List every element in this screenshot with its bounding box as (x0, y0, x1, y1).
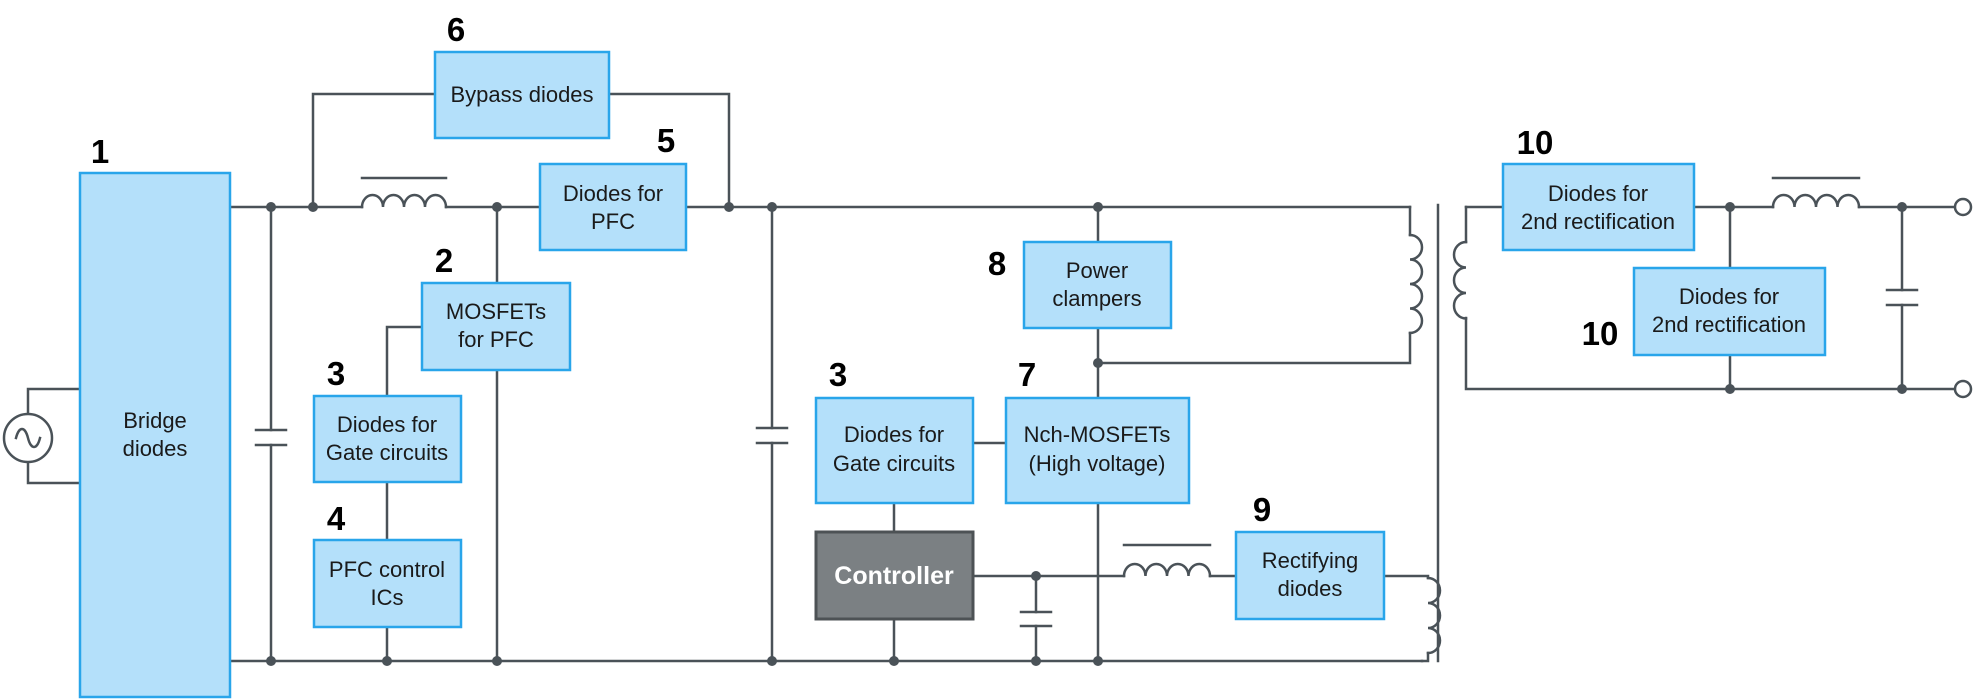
controller-label: Controller (834, 562, 954, 590)
block-label-line: for PFC (458, 327, 534, 352)
block-label-line: Bridge (123, 408, 187, 433)
block-label-line: Diodes for (563, 181, 663, 206)
ac-source-wire (26, 387, 82, 485)
block-label-line: ICs (371, 585, 404, 610)
block-number: 8 (988, 245, 1006, 282)
pfc-gate-wire (385, 325, 424, 398)
nch-mosfets-block: Nch-MOSFETs (High voltage) (1004, 396, 1191, 505)
pfc-diodes-block: Diodes for PFC (538, 162, 688, 252)
capacitor-icon (1885, 288, 1919, 307)
output-terminal-icon (1953, 197, 1973, 217)
inductor-icon (1122, 543, 1212, 578)
block-number: 2 (435, 242, 453, 279)
block-label-line: 2nd rectification (1652, 312, 1806, 337)
block-label-line: Nch-MOSFETs (1024, 422, 1171, 447)
block-label-line: Bypass diodes (450, 82, 593, 107)
block-label-line: diodes (1278, 576, 1343, 601)
block-number: 3 (327, 355, 345, 392)
block-label-line: Diodes for (1548, 181, 1648, 206)
ac-source-icon (2, 412, 54, 464)
block-number: 10 (1517, 124, 1554, 161)
block-number: 5 (657, 122, 675, 159)
block-label-line: Rectifying (1262, 548, 1359, 573)
mosfets-pfc-block: MOSFETs for PFC (420, 281, 572, 372)
block-number: 1 (91, 133, 109, 170)
gate-diodes-mid-block: Diodes for Gate circuits (814, 396, 975, 505)
transformer-icon (1408, 203, 1468, 663)
aux-winding-wire (1382, 574, 1430, 663)
block-label-line: PFC (591, 209, 635, 234)
inductor-icon (1771, 176, 1861, 209)
rectifying-diodes-block: Rectifying diodes (1234, 530, 1386, 621)
block-label-line: 2nd rectification (1521, 209, 1675, 234)
capacitor-icon (254, 428, 288, 447)
controller-block: Controller (814, 530, 975, 621)
block-label-line: diodes (123, 436, 188, 461)
second-rectification-diodes-block-2: Diodes for 2nd rectification (1632, 266, 1827, 357)
block-label-line: (High voltage) (1029, 451, 1166, 476)
block-label-line: Diodes for (1679, 284, 1779, 309)
primary-lower-wire (1096, 331, 1412, 365)
gate-diodes-left-block: Diodes for Gate circuits (312, 394, 463, 484)
junction-dots (266, 202, 1907, 666)
secondary-bottom-rail (1464, 205, 1958, 391)
block-number: 3 (829, 356, 847, 393)
bypass-branch (311, 92, 731, 209)
wires (26, 92, 1965, 663)
bridge-diodes-block: Bridge diodes (78, 171, 232, 699)
block-number: 6 (447, 11, 465, 48)
block-number: 10 (1582, 315, 1619, 352)
block-label-line: MOSFETs (446, 299, 546, 324)
block-label-line: clampers (1052, 286, 1141, 311)
power-clampers-block: Power clampers (1022, 240, 1173, 330)
block-label-line: Power (1066, 258, 1128, 283)
block-label-line: Diodes for (337, 412, 437, 437)
capacitor-icon (1019, 610, 1053, 628)
block-label-line: Gate circuits (833, 451, 955, 476)
block-number: 9 (1253, 491, 1271, 528)
inductor-icon (360, 176, 448, 209)
block-label-line: Gate circuits (326, 440, 448, 465)
second-rectification-diodes-block-1: Diodes for 2nd rectification (1501, 162, 1696, 252)
pfc-control-ics-block: PFC control ICs (312, 538, 463, 629)
capacitor-icon (755, 426, 789, 445)
block-label-line: PFC control (329, 557, 445, 582)
bypass-diodes-block: Bypass diodes (433, 50, 611, 140)
block-number: 4 (327, 500, 346, 537)
output-terminal-icon (1953, 379, 1973, 399)
block-number: 7 (1018, 356, 1036, 393)
block-label-line: Diodes for (844, 422, 944, 447)
